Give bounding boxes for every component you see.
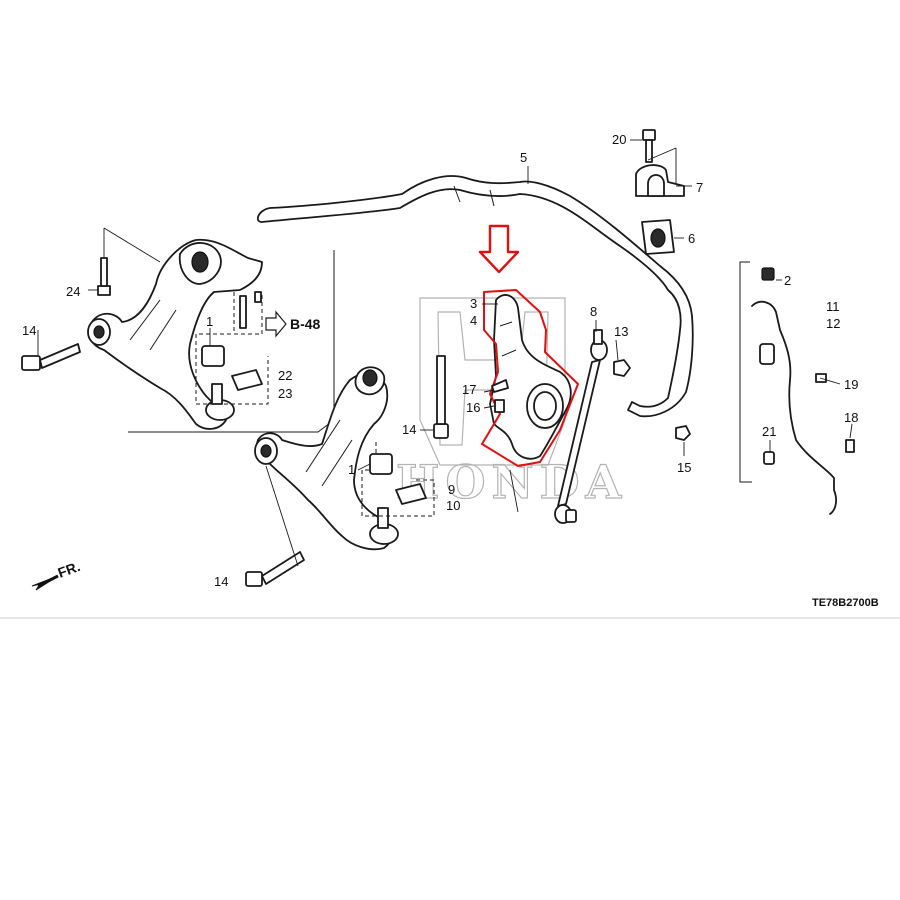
bolt-24 [97, 257, 111, 296]
callout-9: 9 [448, 482, 455, 497]
callout-10: 10 [446, 498, 460, 513]
callout-2: 2 [784, 273, 791, 288]
callout-4: 4 [470, 313, 477, 328]
bolt-14-mid [433, 355, 449, 439]
stabilizer-bar [256, 175, 694, 418]
leader-lines [37, 139, 853, 567]
callout-11: 11 [826, 299, 840, 314]
callout-24: 24 [66, 284, 80, 299]
callout-14-mid: 14 [402, 422, 416, 437]
dashed-box-upper [195, 291, 269, 405]
sensor-frame [739, 261, 752, 483]
callout-1-upper: 1 [206, 314, 213, 329]
stabilizer-bushing [641, 219, 675, 255]
callout-14-lower: 14 [214, 574, 228, 589]
callout-3: 3 [470, 296, 477, 311]
stabilizer-link [554, 329, 608, 524]
stabilizer-holder [635, 164, 685, 197]
callout-17: 17 [462, 382, 476, 397]
callout-20: 20 [612, 132, 626, 147]
bolt-20 [642, 129, 656, 163]
steering-knuckle [489, 294, 572, 460]
highlight-arrow [478, 224, 520, 274]
callout-16: 16 [466, 400, 480, 415]
callout-14-upper: 14 [22, 323, 36, 338]
front-direction-arrow: FR. [31, 558, 83, 591]
knuckle-highlight [481, 289, 579, 467]
lower-arm-upper [87, 238, 263, 430]
callout-5: 5 [520, 150, 527, 165]
nut-13 [613, 359, 631, 377]
callouts: 5 20 7 6 3 4 8 13 17 16 15 2 11 12 19 18… [22, 132, 879, 609]
bolt-14-upper [21, 343, 81, 371]
callout-15: 15 [677, 460, 691, 475]
callout-23: 23 [278, 386, 292, 401]
callout-8: 8 [590, 304, 597, 319]
dashed-box-lower [361, 442, 435, 517]
callout-21: 21 [762, 424, 776, 439]
callout-7: 7 [696, 180, 703, 195]
page-ref-label: B-48 [290, 316, 321, 332]
callout-12: 12 [826, 316, 840, 331]
callout-18: 18 [844, 410, 858, 425]
nut-15 [675, 425, 691, 441]
reference-code: TE78B2700B [812, 597, 879, 609]
callout-1-lower: 1 [348, 462, 355, 477]
bolt-14-lower [245, 551, 305, 587]
direction-label: FR. [56, 558, 83, 581]
callout-19: 19 [844, 377, 858, 392]
watermark-text: HONDA [396, 455, 627, 509]
bolt-16 [494, 399, 505, 413]
callout-6: 6 [688, 231, 695, 246]
left-frame [128, 250, 335, 433]
ref-arrow [265, 310, 287, 338]
callout-13: 13 [614, 324, 628, 339]
honda-watermark: HONDA [395, 297, 627, 510]
lower-arm-lower [254, 366, 399, 551]
callout-22: 22 [278, 368, 292, 383]
